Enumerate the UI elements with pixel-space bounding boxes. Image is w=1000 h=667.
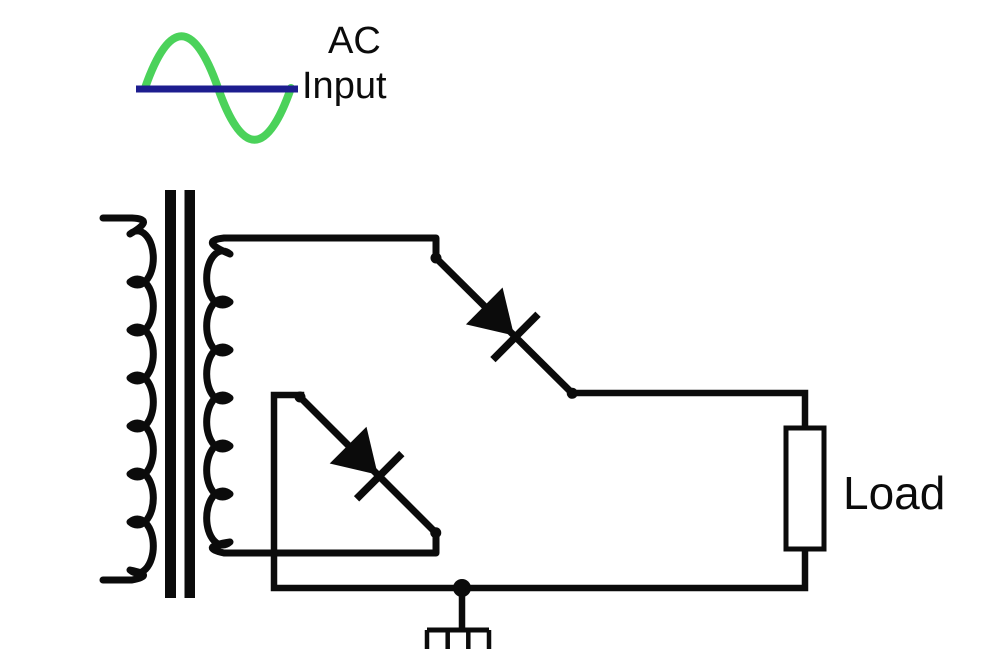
diode-cathode-bar — [490, 311, 541, 363]
core-bar-right — [184, 190, 195, 598]
wire-bottom-rail — [270, 391, 809, 592]
diode-cathode-bar — [353, 450, 405, 502]
core-bar-left — [165, 190, 176, 598]
terminal-dot — [430, 252, 442, 264]
ac-input-waveform — [136, 32, 298, 144]
ac-input-label-line2: Input — [302, 65, 387, 107]
load-label: Load — [843, 467, 946, 519]
primary-winding — [99, 214, 157, 584]
diode-arrow — [465, 287, 515, 336]
terminal-dot — [430, 527, 442, 539]
ac-input-label-line1: AC — [328, 20, 381, 62]
diode-arrow — [329, 426, 378, 475]
diode-bottom — [294, 391, 442, 539]
load-resistor — [783, 425, 827, 552]
wire-output-top — [568, 389, 809, 433]
diode-top — [430, 252, 578, 399]
wires — [270, 389, 809, 592]
transformer — [99, 190, 440, 598]
secondary-winding — [203, 234, 440, 557]
ground-symbol — [424, 588, 492, 649]
